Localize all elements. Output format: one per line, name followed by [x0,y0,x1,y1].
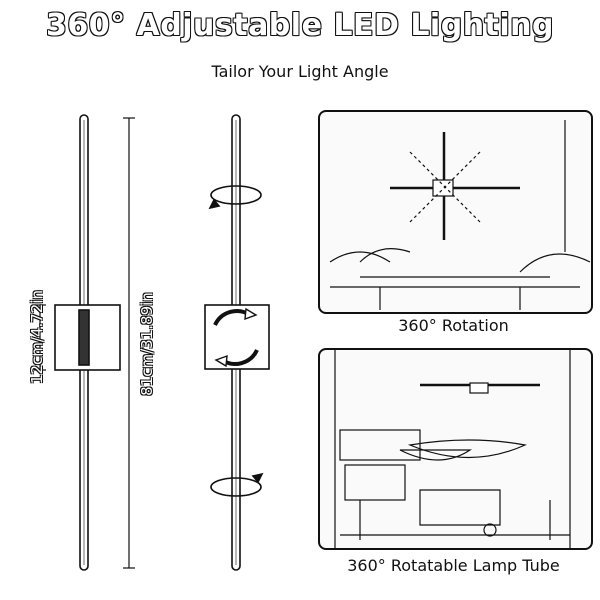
lamp-rotation-view [204,114,270,571]
rotation-photo [318,110,593,314]
lamp-tube-photo [318,348,593,550]
rotation-caption: 360° Rotation [398,316,509,335]
length-label: 81cm/31.89in [138,292,156,396]
length-dimension-line [123,117,135,569]
lamp-side-view [54,114,121,571]
rotation-photo-illustration [329,120,591,310]
height-dimension-line [34,304,46,371]
lamp-tube-caption: 360° Rotatable Lamp Tube [347,556,560,575]
page-title: 360° Adjustable LED Lighting [45,8,555,43]
page-subtitle: Tailor Your Light Angle [211,62,389,81]
lamp-tube-photo-illustration [334,350,571,548]
height-label: 12cm/4.72in [28,289,46,385]
